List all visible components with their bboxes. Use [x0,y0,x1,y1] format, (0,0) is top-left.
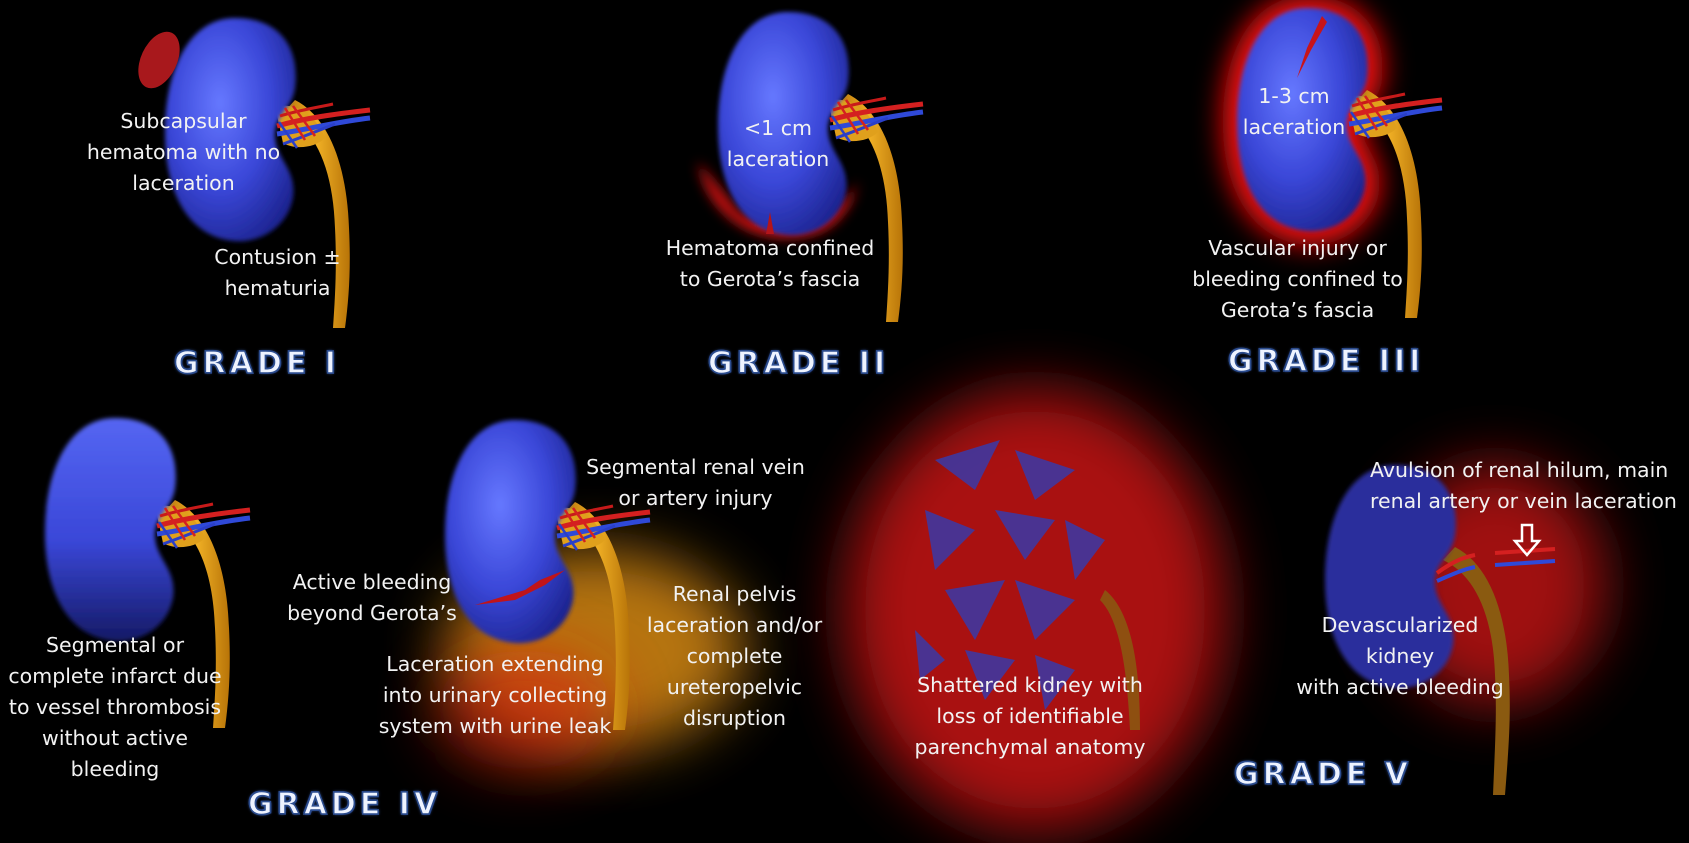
grade4-collecting-system-label: Laceration extending into urinary collec… [370,649,620,742]
grade1-title: GRADE I [174,346,340,381]
grade3-vascular-injury-label: Vascular injury or bleeding confined to … [1180,233,1415,326]
grade3-laceration-label: 1-3 cm laceration [1229,81,1359,143]
grade5-avulsion-label: Avulsion of renal hilum, main renal arte… [1370,455,1689,517]
grade5-title: GRADE V [1234,757,1412,792]
grade4-infarct-label: Segmental or complete infarct due to ves… [0,630,230,785]
grade1-subcapsular-hematoma-label: Subcapsular hematoma with no laceration [76,106,291,199]
grade4-title: GRADE IV [248,787,441,822]
grade4-active-bleeding-label: Active bleeding beyond Gerota’s [282,567,462,629]
grade2-title: GRADE II [708,346,889,381]
grade3-title: GRADE III [1228,344,1424,379]
grade4-renal-pelvis-label: Renal pelvis laceration and/or complete … [637,579,832,734]
grade5-shattered-label: Shattered kidney with loss of identifiab… [905,670,1155,763]
grade4-segmental-vessel-label: Segmental renal vein or artery injury [583,452,808,514]
grade5-shattered-illustration [845,390,1225,830]
grade2-laceration-label: <1 cm laceration [713,113,843,175]
grade1-contusion-label: Contusion ± hematuria [205,242,350,304]
grade5-devascularized-label: Devascularized kidney with active bleedi… [1290,610,1510,703]
grade2-hematoma-label: Hematoma confined to Gerota’s fascia [650,233,890,295]
